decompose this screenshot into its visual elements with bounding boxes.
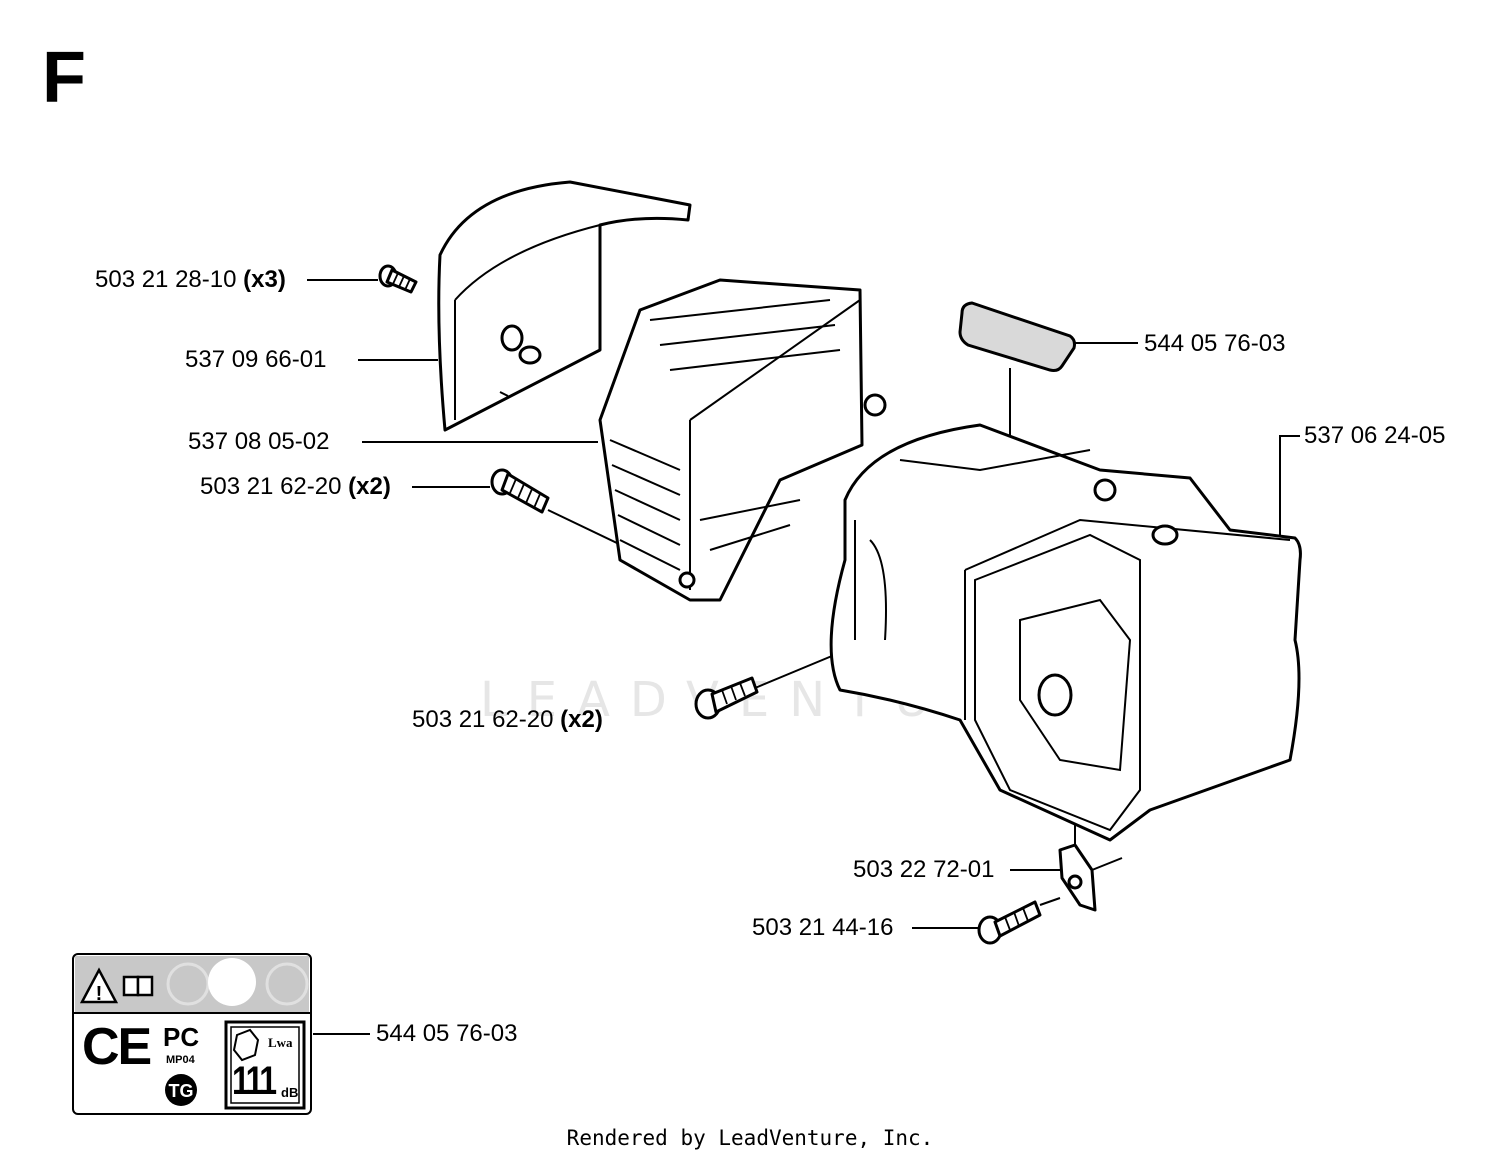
warning-triangle-icon: ! bbox=[79, 967, 119, 1005]
screw-bottom-part bbox=[977, 900, 1042, 945]
gost-mark-icon: TG bbox=[165, 1074, 197, 1106]
nut-clip-part bbox=[1058, 843, 1123, 912]
pct-code: MP04 bbox=[166, 1054, 195, 1066]
section-letter: F bbox=[42, 38, 86, 118]
screw-cover-part bbox=[694, 676, 759, 720]
screw-shroud-part bbox=[490, 468, 550, 514]
cylinder-shroud-part bbox=[598, 278, 887, 602]
label-screw-shroud: 503 21 62-20 (x2) bbox=[200, 473, 391, 500]
lwa-label: Lwa bbox=[268, 1035, 293, 1050]
label-decal: 544 05 76-03 bbox=[1144, 330, 1286, 357]
decal-plate-part bbox=[958, 301, 1076, 372]
footer-credit: Rendered by LeadVenture, Inc. bbox=[566, 1126, 934, 1150]
warning-decal: ! TG bbox=[72, 953, 312, 1115]
label-cylinder-shroud: 537 08 05-02 bbox=[188, 428, 330, 455]
svg-text:!: ! bbox=[96, 983, 103, 1005]
ce-mark: CE bbox=[82, 1018, 152, 1076]
blank-circle-icon bbox=[208, 958, 256, 1006]
label-cover-cap: 537 09 66-01 bbox=[185, 346, 327, 373]
faded-ring-icon bbox=[265, 962, 309, 1006]
lwa-box-icon bbox=[224, 1020, 306, 1110]
engine-cover-part bbox=[829, 423, 1302, 842]
pct-mark: PC bbox=[163, 1022, 200, 1052]
label-engine-cover: 537 06 24-05 bbox=[1304, 422, 1446, 449]
svg-text:TG: TG bbox=[169, 1081, 194, 1101]
label-screw-top: 503 21 28-10 (x3) bbox=[95, 266, 286, 293]
noise-unit: dB bbox=[281, 1085, 299, 1100]
label-screw-bottom: 503 21 44-16 bbox=[752, 914, 894, 941]
label-screw-cover: 503 21 62-20 (x2) bbox=[412, 706, 603, 733]
manual-book-icon bbox=[122, 975, 154, 997]
cover-cap-part bbox=[437, 180, 692, 432]
screw-top-part bbox=[378, 264, 418, 294]
label-warning-decal: 544 05 76-03 bbox=[376, 1020, 518, 1047]
faded-circle-icon bbox=[166, 962, 210, 1006]
label-nut-clip: 503 22 72-01 bbox=[853, 856, 995, 883]
noise-value: 111 bbox=[232, 1059, 277, 1103]
